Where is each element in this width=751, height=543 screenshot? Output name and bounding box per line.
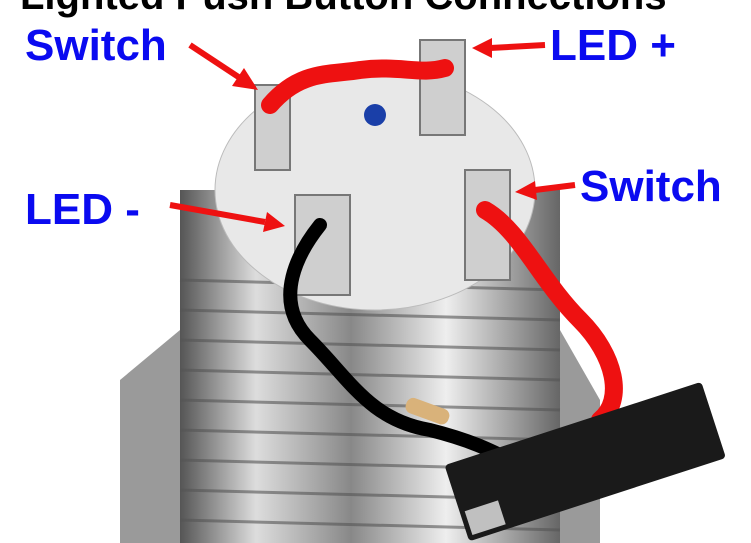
wire-led-plus bbox=[261, 59, 454, 114]
label-led-minus: LED - bbox=[25, 185, 140, 234]
microcontroller-board bbox=[445, 382, 725, 541]
label-led-plus: LED + bbox=[550, 21, 676, 70]
label-switch-right: Switch bbox=[580, 162, 722, 211]
label-switch-left: Switch bbox=[25, 21, 167, 70]
arrows bbox=[169, 38, 576, 232]
wire-switch bbox=[476, 201, 623, 429]
wire-led-minus bbox=[283, 218, 517, 467]
title: Lighted Push Button Connections bbox=[20, 0, 667, 19]
resistor bbox=[405, 397, 450, 425]
led-dot bbox=[364, 104, 386, 126]
